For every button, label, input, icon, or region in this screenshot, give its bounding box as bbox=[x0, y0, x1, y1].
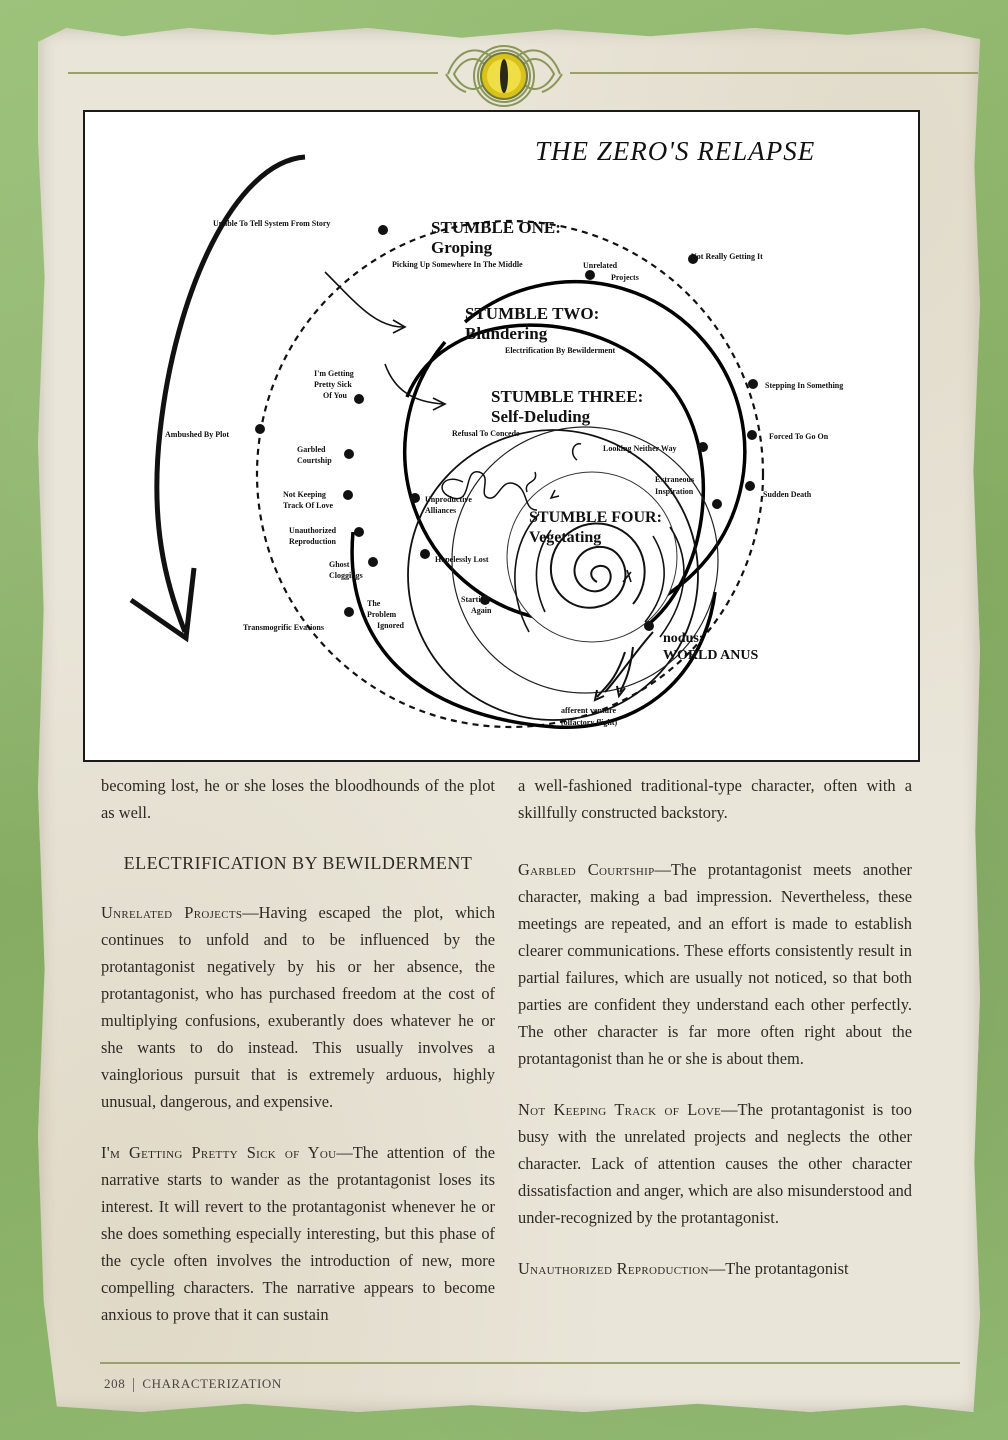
node-starting-1: Starting bbox=[461, 595, 489, 604]
node-track-2: Track Of Love bbox=[283, 501, 334, 510]
right-paragraph-4: Unauthorized Reproduction—The protantago… bbox=[518, 1259, 849, 1278]
node-sick-1: I'm Getting bbox=[314, 369, 354, 378]
footer-separator bbox=[133, 1378, 135, 1393]
node-sick-3: Of You bbox=[323, 391, 347, 400]
stumble-four-name: Vegetating bbox=[529, 529, 601, 546]
node-ghost-2: Cloggings bbox=[329, 571, 363, 580]
left-paragraph-2: Unrelated Projects—Having escaped the pl… bbox=[101, 903, 496, 1111]
header-rule-left bbox=[68, 72, 438, 74]
relapse-spiral-diagram: THE ZERO'S RELAPSE bbox=[129, 136, 843, 729]
node-starting-2: Again bbox=[471, 606, 492, 615]
left-paragraph-1: becoming lost, he or she loses the blood… bbox=[101, 776, 495, 822]
right-paragraph-2: Garbled Courtship—The protantagonist mee… bbox=[518, 860, 913, 1068]
header-rule-right bbox=[570, 72, 978, 74]
diagram-node-dots bbox=[255, 225, 758, 631]
right-paragraph-3: Not Keeping Track of Love—The protantago… bbox=[518, 1100, 912, 1227]
node-problem-1: The bbox=[367, 599, 381, 608]
stumble-one-heading: STUMBLE ONE: bbox=[431, 218, 561, 237]
node-forced: Forced To Go On bbox=[769, 432, 829, 441]
node-afferent-2: (olfactory flight) bbox=[561, 718, 618, 727]
stumble-three-heading: STUMBLE THREE: bbox=[491, 387, 643, 406]
node-garbled-2: Courtship bbox=[297, 456, 332, 465]
left-paragraph-3: I'm Getting Pretty Sick of You—The atten… bbox=[101, 1143, 495, 1324]
footer-section: CHARACTERIZATION bbox=[142, 1376, 282, 1391]
right-column: a well-fashioned traditional-type charac… bbox=[518, 772, 912, 1306]
page-number: 208 bbox=[104, 1376, 126, 1391]
left-column: becoming lost, he or she loses the blood… bbox=[101, 772, 495, 1352]
node-sick-2: Pretty Sick bbox=[314, 380, 352, 389]
node-unproductive-1: Unproductive bbox=[425, 495, 472, 504]
term-not-keeping-track: Not Keeping Track of Love bbox=[518, 1100, 722, 1119]
node-garbled-1: Garbled bbox=[297, 445, 326, 454]
node-extraneous-2: Inspiration bbox=[655, 487, 694, 496]
node-transmogrific: Transmogrific Evasions bbox=[243, 623, 324, 632]
node-problem-2: Problem bbox=[367, 610, 397, 619]
stumble-two-heading: STUMBLE TWO: bbox=[465, 304, 599, 323]
term-unrelated-projects: Unrelated Projects bbox=[101, 903, 243, 922]
outer-dashed-circle bbox=[255, 219, 765, 729]
node-nodus-2: WORLD ANUS bbox=[663, 648, 759, 663]
node-sudden: Sudden Death bbox=[763, 490, 812, 499]
relapse-diagram: THE ZERO'S RELAPSE bbox=[83, 110, 920, 762]
node-looking: Looking Neither Way bbox=[603, 444, 677, 453]
term-unauthorized-reproduction: Unauthorized Reproduction bbox=[518, 1259, 709, 1278]
node-afferent-1: afferent venture bbox=[561, 706, 616, 715]
term-garbled-courtship: Garbled Courtship bbox=[518, 860, 655, 879]
inner-ring bbox=[407, 429, 699, 721]
node-unrelated-1: Unrelated bbox=[583, 261, 618, 270]
stumble-one-subtitle: Picking Up Somewhere In The Middle bbox=[392, 260, 523, 269]
stumble-four-heading: STUMBLE FOUR: bbox=[529, 509, 662, 526]
node-ghost-1: Ghost bbox=[329, 560, 350, 569]
stumble-three-name: Self-Deluding bbox=[491, 407, 591, 426]
stumble-two-name: Blundering bbox=[465, 324, 548, 343]
node-extraneous-1: Extraneous bbox=[655, 475, 694, 484]
stumble-four-circle bbox=[506, 471, 678, 643]
footer-rule bbox=[100, 1362, 960, 1364]
right-paragraph-1: a well-fashioned traditional-type charac… bbox=[518, 776, 912, 822]
eye-ornament-icon bbox=[445, 45, 563, 107]
term-pretty-sick: I'm Getting Pretty Sick of You bbox=[101, 1143, 337, 1162]
node-problem-3: Ignored bbox=[377, 621, 405, 630]
node-unable: Unable To Tell System From Story bbox=[213, 219, 330, 228]
node-repro-1: Unauthorized bbox=[289, 526, 337, 535]
section-heading: ELECTRIFICATION BY BEWILDERMENT bbox=[123, 853, 473, 873]
node-not-really: Not Really Getting It bbox=[691, 252, 763, 261]
node-stepping: Stepping In Something bbox=[765, 381, 843, 390]
node-nodus-1: nodus: bbox=[663, 631, 703, 646]
node-hopelessly: Hopelessly Lost bbox=[435, 555, 489, 564]
stumble-two-subtitle: Electrification By Bewilderment bbox=[505, 346, 616, 355]
node-repro-2: Reproduction bbox=[289, 537, 337, 546]
page-footer: 208 CHARACTERIZATION bbox=[104, 1376, 282, 1393]
stumble-three-subtitle: Refusal To Concede bbox=[452, 429, 520, 438]
node-unrelated-2: Projects bbox=[611, 273, 639, 282]
node-track-1: Not Keeping bbox=[283, 490, 326, 499]
diagram-title: THE ZERO'S RELAPSE bbox=[535, 136, 815, 166]
node-ambushed: Ambushed By Plot bbox=[165, 430, 229, 439]
stumble-one-name: Groping bbox=[431, 238, 493, 257]
node-unproductive-2: Alliances bbox=[425, 506, 456, 515]
